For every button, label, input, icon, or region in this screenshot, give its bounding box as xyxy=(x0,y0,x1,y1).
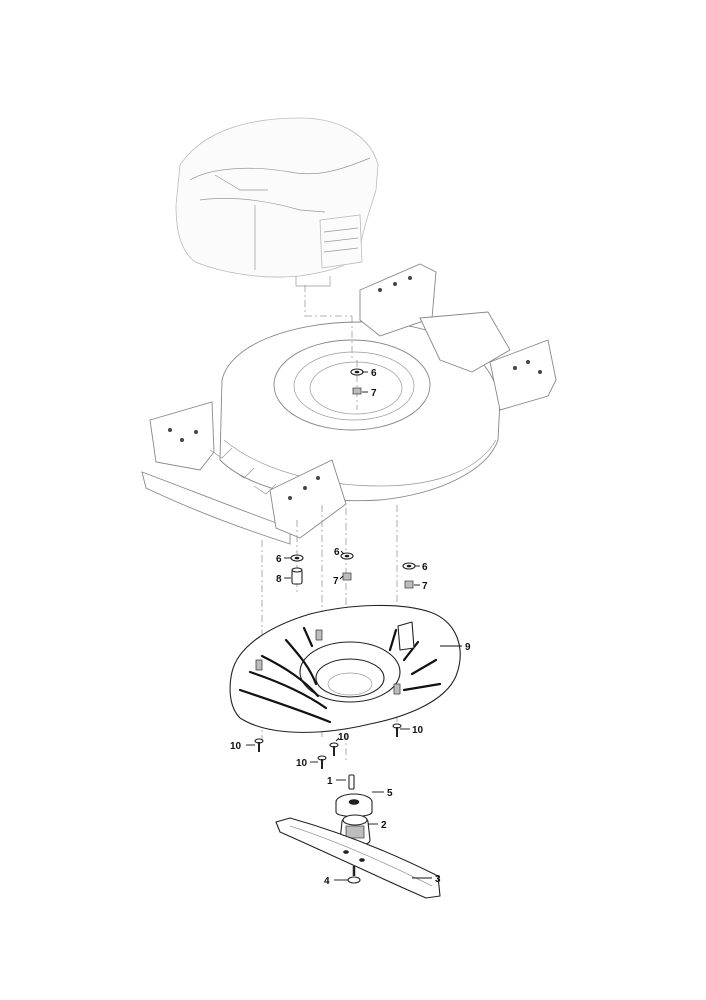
callout-10-middle-upper: 10 xyxy=(338,732,350,743)
callout-10-left: 10 xyxy=(230,741,242,752)
callout-4: 4 xyxy=(324,876,330,887)
callout-9: 9 xyxy=(465,642,471,653)
screw-10-left xyxy=(254,738,264,752)
callout-10-middle-lower: 10 xyxy=(296,758,308,769)
leader-lines xyxy=(246,371,462,881)
spacer-8 xyxy=(291,567,303,585)
baffle-plate-9 xyxy=(229,604,461,733)
top-nut-7 xyxy=(352,387,362,395)
mower-deck xyxy=(141,263,557,545)
callout-6-left: 6 xyxy=(276,554,282,565)
engine xyxy=(175,117,379,287)
callout-8: 8 xyxy=(276,574,282,585)
callout-10-right: 10 xyxy=(412,725,424,736)
callout-6-right: 6 xyxy=(422,562,428,573)
screw-10-mid-b xyxy=(329,742,339,756)
blade-adapter-5 xyxy=(335,793,373,818)
callout-7-right: 7 xyxy=(422,581,428,592)
callout-labels: 6 7 6 8 6 7 6 7 9 10 10 10 10 1 5 2 3 4 xyxy=(230,368,471,887)
washer-6-middle xyxy=(340,552,354,560)
top-washer-6 xyxy=(350,368,364,376)
callout-2: 2 xyxy=(381,820,387,831)
washer-6-left xyxy=(290,554,304,562)
callout-7-top: 7 xyxy=(371,388,377,399)
screw-10-right xyxy=(392,723,402,737)
blade-bolt-4 xyxy=(347,866,361,884)
callout-5: 5 xyxy=(387,788,393,799)
callout-6-top: 6 xyxy=(371,368,377,379)
nut-7-middle xyxy=(342,572,352,581)
callout-7-middle: 7 xyxy=(333,576,339,587)
callout-3: 3 xyxy=(435,874,441,885)
callout-1: 1 xyxy=(327,776,333,787)
washer-6-right xyxy=(402,562,416,570)
screw-10-mid-a xyxy=(317,755,327,769)
callout-6-middle: 6 xyxy=(334,547,340,558)
key-1 xyxy=(348,774,355,790)
nut-7-right xyxy=(404,580,414,589)
